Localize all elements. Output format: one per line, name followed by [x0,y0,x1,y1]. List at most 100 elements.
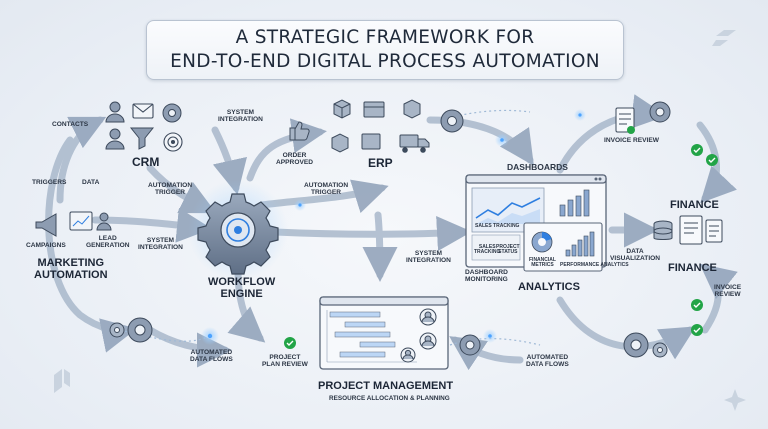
sparkle-icon [724,389,746,411]
title-line-2: END-TO-END DIGITAL PROCESS AUTOMATION [170,51,600,72]
label-data-visualization-2: VISUALIZATION [610,254,661,262]
box-icon [333,99,351,119]
target-icon [163,132,183,152]
chart-icon [69,211,93,231]
label-automation-trigger-left-2: TRIGGER [155,188,186,196]
arrow-finance-up [699,263,738,334]
label-sales-tracking-2: TRACKING [474,249,501,256]
box-icon [403,99,421,119]
logo-mark-icon [54,369,70,393]
label-data-visualization: DATA VISUALIZATION [610,248,661,263]
bar-chart [565,231,595,257]
label-system-integration-mid-2: INTEGRATION [406,256,451,264]
gear-icon [459,334,481,356]
label-sales-tracking-chart: SALES TRACKING [475,223,520,229]
label-automation-trigger-left: AUTOMATION TRIGGER [148,182,193,197]
gear-icon [162,103,182,123]
label-system-integration-left-2: INTEGRATION [138,243,183,251]
label-project-plan-review-2: PLAN REVIEW [262,360,308,368]
box-icon [363,101,385,118]
arrow-loop-left-upper [56,116,107,204]
label-order-approved: ORDER APPROVED [276,152,314,167]
node-finance-top: FINANCE [670,199,719,211]
label-automated-data-flows-right-2: DATA FLOWS [526,360,569,368]
label-automated-data-flows-left-2: DATA FLOWS [190,355,233,363]
node-project-management: PROJECT MANAGEMENT [318,380,454,392]
label-system-integration-top: SYSTEM INTEGRATION [218,109,263,124]
label-data: DATA [82,179,100,186]
node-workflow-engine: WORKFLOW ENGINE [208,276,276,300]
gear-icon [649,101,671,123]
label-financial-metrics: FINANCIAL METRICS [529,257,556,269]
node-workflow-line1: WORKFLOW [208,276,276,288]
box-icon [361,133,381,150]
label-contacts: CONTACTS [52,121,89,128]
checkmark-icon [691,299,703,311]
label-project-status: PROJECT STATUS [496,244,520,256]
arrow-bottom-left [146,326,232,368]
label-system-integration-left: SYSTEM INTEGRATION [138,237,183,252]
label-financial-metrics-2: METRICS [531,262,554,269]
label-invoice-review-right: INVOICE REVIEW [714,284,741,299]
node-dashboards: DASHBOARDS [507,162,568,172]
mail-icon [132,103,154,119]
invoice-icon [679,215,703,245]
node-marketing-automation: MARKETING AUTOMATION [34,257,108,281]
gear-icon [109,322,125,338]
arrow-bottom-to-pm [449,336,524,371]
funnel-icon [129,127,155,150]
label-automated-data-flows-right-1: AUTOMATED [526,354,569,361]
pie-chart [531,231,553,253]
arrow-finance-down [696,121,737,204]
label-system-integration-left-1: SYSTEM [146,237,175,244]
label-project-plan-review: PROJECT PLAN REVIEW [262,354,308,369]
checkmark-icon [691,144,703,156]
thumbs-up-icon [289,121,310,141]
checkmark-icon [691,324,703,336]
label-order-approved-2: APPROVED [276,158,314,166]
label-data-visualization-1: DATA [626,248,644,255]
node-marketing-line2: AUTOMATION [34,268,108,281]
label-dashboard-monitoring-2: MONITORING [465,275,508,283]
label-campaigns: CAMPAIGNS [26,242,66,249]
node-finance-mid: FINANCE [668,262,717,274]
person-icon [105,128,125,150]
label-lead-generation-1: LEAD [98,235,117,242]
arrow-loop-top-right [556,94,667,174]
glow-dots [201,109,586,345]
invoice-icon [705,219,723,243]
logo-mark-icon [712,30,736,46]
label-invoice-review-top: INVOICE REVIEW [604,137,659,144]
workflow-engine-gear-icon [188,180,288,280]
person-icon [105,101,125,123]
gear-icon [623,332,649,358]
bar-chart [559,189,590,217]
node-erp: ERP [368,156,393,170]
label-automation-trigger-right-2: TRIGGER [311,188,342,196]
person-icon [96,212,112,231]
person-icon [400,308,437,363]
label-project-plan-review-1: PROJECT [269,354,301,361]
checkmark-icon [284,337,296,349]
label-project-status-2: STATUS [498,249,518,256]
title-banner: A STRATEGIC FRAMEWORK FOR END-TO-END DIG… [146,20,624,80]
project-management-window [319,296,449,370]
label-automated-data-flows-left-1: AUTOMATED [190,349,233,356]
node-marketing-line1: MARKETING [37,257,105,269]
megaphone-icon [35,213,57,237]
label-project-status-1: PROJECT [496,244,520,250]
label-dashboard-monitoring-1: DASHBOARD [465,269,508,276]
label-lead-generation-2: GENERATION [86,241,130,249]
truck-icon [399,134,430,153]
gear-icon [127,317,153,343]
invoice-icon [615,107,635,134]
arrow-bottom-right-loop [556,296,697,360]
label-system-integration-top-1: SYSTEM [226,109,255,116]
label-automation-trigger-right-1: AUTOMATION [304,182,349,189]
label-financial-metrics-1: FINANCIAL [529,257,556,263]
label-automation-trigger-left-1: AUTOMATION [148,182,193,189]
gear-icon [440,109,464,133]
database-icon [653,220,673,240]
